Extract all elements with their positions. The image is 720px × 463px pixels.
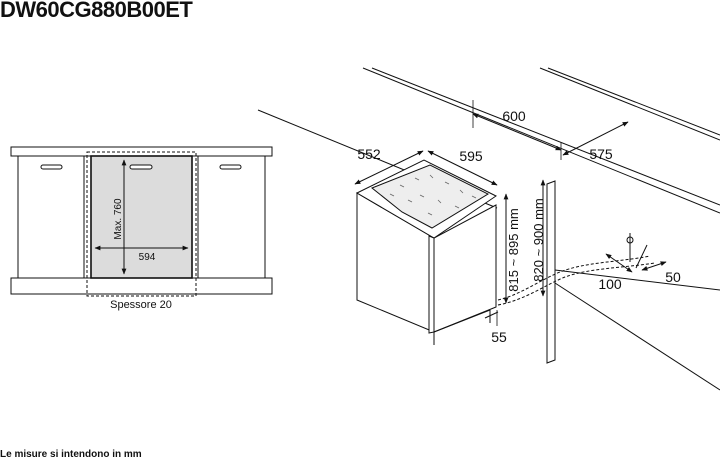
- front-width-label: 594: [139, 252, 156, 263]
- left-cabinet: [17, 155, 85, 279]
- model-title: DW60CG880B00ET: [0, 0, 193, 22]
- appliance-depth-label: 552: [357, 146, 381, 162]
- countertop: [10, 146, 273, 157]
- plinth-label: 55: [491, 329, 507, 345]
- cabinet-width-label: 600: [502, 108, 526, 124]
- right-cabinet: [197, 155, 266, 279]
- outlet-depth-label: 100: [598, 276, 622, 292]
- height-range-label: 815 ~ 895 mm: [506, 208, 521, 291]
- cabinet-depth-dim: [562, 121, 629, 156]
- wall-top-edge-1: [539, 67, 720, 141]
- wall-floor-edge: [554, 282, 720, 391]
- wall-top-edge-2: [547, 67, 720, 136]
- water-hose: [497, 262, 656, 306]
- panel-thickness-outline: [86, 151, 197, 297]
- outlet-depth-dim: [605, 253, 633, 273]
- right-cabinet-handle: [219, 164, 242, 170]
- front-height-label: Max. 760: [113, 198, 124, 240]
- dishwasher-handle: [129, 164, 153, 170]
- door-bottom-edge: [433, 309, 491, 333]
- left-cabinet-handle: [40, 164, 63, 170]
- plinth-dim: [484, 311, 499, 319]
- outlet-offset-dim: [641, 261, 667, 271]
- front-view: [10, 146, 273, 297]
- footnote: Le misure si intendono in mm: [0, 449, 142, 460]
- iso-view: [257, 67, 720, 391]
- appliance-width-dim: [427, 150, 498, 186]
- side-cabinet-panel: [546, 180, 556, 364]
- appliance-depth-dim: [354, 150, 424, 185]
- plinth: [10, 277, 273, 295]
- cabinet-depth-label: 575: [589, 146, 613, 162]
- outlet-offset-label: 50: [665, 269, 681, 285]
- door-edge: [428, 235, 435, 334]
- drain-hose: [497, 255, 651, 301]
- tap-valve: [626, 236, 634, 244]
- cabinet-width-dim: [472, 113, 562, 151]
- wall-corner-edge: [554, 269, 720, 291]
- dishwasher-door-panel: [90, 155, 193, 279]
- niche-height-label: 820 ~ 900 mm: [531, 198, 546, 281]
- drain-pipe: [635, 244, 648, 269]
- appliance-width-label: 595: [459, 148, 483, 164]
- iso-dimensions: [354, 100, 667, 326]
- panel-thickness-label: Spessore 20: [110, 299, 172, 311]
